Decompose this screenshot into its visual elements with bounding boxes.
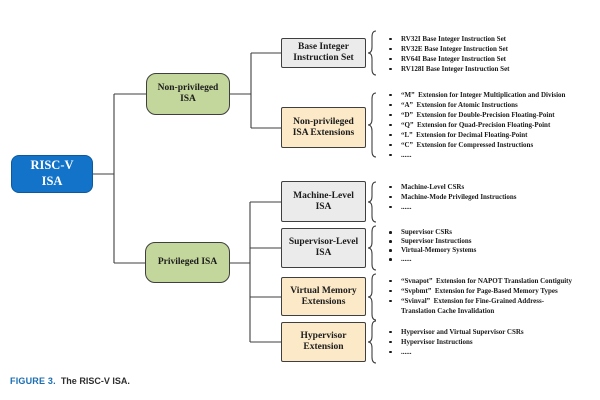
connector-privileged bbox=[230, 201, 281, 343]
bullet-item: ...... bbox=[387, 150, 592, 160]
bullet-item: Supervisor CSRs bbox=[387, 228, 592, 237]
brace-supervisor-level bbox=[367, 225, 377, 271]
connector-nonprivileged bbox=[230, 52, 281, 129]
bullet-item: Virtual-Memory Systems bbox=[387, 246, 592, 255]
node-hypervisor-extension: Hypervisor Extension bbox=[281, 322, 366, 362]
brace-hypervisor bbox=[367, 320, 377, 364]
bullet-item: “Q” Extension for Quad-Precision Floatin… bbox=[387, 120, 592, 130]
bullet-item: RV128I Base Integer Instruction Set bbox=[387, 64, 592, 74]
bullet-item: Hypervisor Instructions bbox=[387, 337, 592, 347]
bullet-item: Machine-Level CSRs bbox=[387, 182, 592, 192]
brace-base-integer bbox=[367, 30, 377, 76]
node-non-privileged-isa: Non-privileged ISA bbox=[146, 73, 230, 115]
bullet-list-machine-level: Machine-Level CSRs Machine-Mode Privileg… bbox=[387, 182, 592, 212]
bullet-list-virtual-memory: “Svnapot” Extension for NAPOT Translatio… bbox=[387, 276, 592, 316]
bullet-list-supervisor-level: Supervisor CSRs Supervisor Instructions … bbox=[387, 228, 592, 264]
bullet-item: “A” Extension for Atomic Instructions bbox=[387, 100, 592, 110]
connector-root bbox=[93, 93, 146, 264]
figure-caption: FIGURE 3. The RISC-V ISA. bbox=[10, 376, 130, 386]
bullet-item: Supervisor Instructions bbox=[387, 237, 592, 246]
brace-np-extensions bbox=[367, 92, 377, 158]
bullet-item: ...... bbox=[387, 347, 592, 357]
node-non-privileged-isa-extensions: Non-privileged ISA Extensions bbox=[281, 107, 366, 148]
bullet-item: RV64I Base Integer Instruction Set bbox=[387, 54, 592, 64]
bullet-item: RV32E Base Integer Instruction Set bbox=[387, 44, 592, 54]
brace-machine-level bbox=[367, 181, 377, 223]
node-base-integer-instruction-set: Base Integer Instruction Set bbox=[281, 38, 366, 68]
figure-caption-text: The RISC-V ISA. bbox=[60, 376, 130, 386]
bullet-item: “M” Extension for Integer Multiplication… bbox=[387, 90, 592, 100]
bullet-item: Machine-Mode Privileged Instructions bbox=[387, 192, 592, 202]
bullet-item: ...... bbox=[387, 202, 592, 212]
bullet-item: “Svnapot” Extension for NAPOT Translatio… bbox=[387, 276, 592, 286]
node-supervisor-level-isa: Supervisor-Level ISA bbox=[281, 228, 366, 268]
figure-caption-label: FIGURE 3. bbox=[10, 376, 56, 386]
bullet-item: “L” Extension for Decimal Floating-Point bbox=[387, 130, 592, 140]
bullet-list-np-extensions: “M” Extension for Integer Multiplication… bbox=[387, 90, 592, 160]
bullet-list-base-integer: RV32I Base Integer Instruction Set RV32E… bbox=[387, 34, 592, 74]
bullet-item: “Svinval” Extension for Fine-Grained Add… bbox=[387, 296, 592, 316]
bullet-item: RV32I Base Integer Instruction Set bbox=[387, 34, 592, 44]
node-machine-level-isa: Machine-Level ISA bbox=[281, 181, 366, 222]
bullet-item: “D” Extension for Double-Precision Float… bbox=[387, 110, 592, 120]
node-virtual-memory-extensions: Virtual Memory Extensions bbox=[281, 277, 366, 316]
brace-virtual-memory bbox=[367, 273, 377, 321]
node-risc-v-isa: RISC-V ISA bbox=[11, 155, 93, 193]
bullet-item: ...... bbox=[387, 255, 592, 264]
node-privileged-isa: Privileged ISA bbox=[145, 242, 230, 283]
bullet-list-hypervisor: Hypervisor and Virtual Supervisor CSRs H… bbox=[387, 327, 592, 357]
bullet-item: “C” Extension for Compressed Instruction… bbox=[387, 140, 592, 150]
bullet-item: Hypervisor and Virtual Supervisor CSRs bbox=[387, 327, 592, 337]
bullet-item: “Svpbmt” Extension for Page-Based Memory… bbox=[387, 286, 592, 296]
